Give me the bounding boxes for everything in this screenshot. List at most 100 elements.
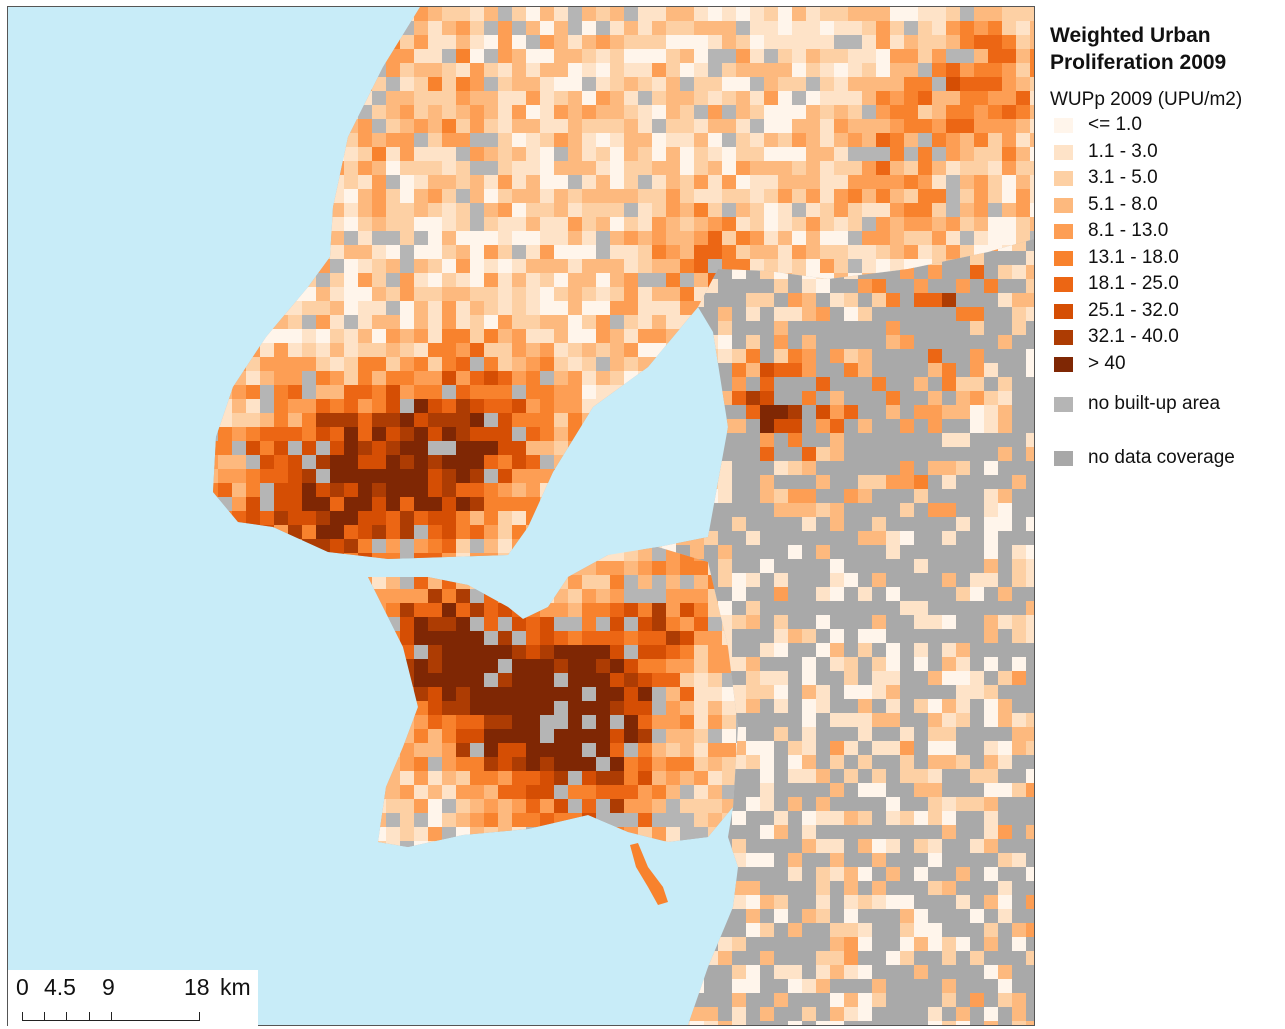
raster-cell bbox=[498, 729, 512, 743]
raster-cell bbox=[428, 357, 442, 371]
raster-cell bbox=[484, 91, 498, 105]
raster-cell bbox=[638, 301, 652, 315]
raster-cell bbox=[974, 63, 988, 77]
raster-cell bbox=[652, 147, 666, 161]
raster-cell bbox=[694, 63, 708, 77]
raster-cell bbox=[960, 21, 974, 35]
raster-cell bbox=[428, 273, 442, 287]
raster-cell bbox=[610, 329, 624, 343]
raster-cell bbox=[512, 385, 526, 399]
raster-cell bbox=[512, 757, 526, 771]
raster-cell bbox=[400, 827, 414, 841]
raster-cell bbox=[970, 307, 984, 321]
raster-cell bbox=[886, 713, 900, 727]
raster-cell bbox=[358, 189, 372, 203]
raster-cell bbox=[746, 685, 760, 699]
raster-cell bbox=[844, 741, 858, 755]
raster-cell bbox=[830, 993, 844, 1007]
raster-cell bbox=[960, 203, 974, 217]
raster-cell bbox=[722, 175, 736, 189]
raster-cell bbox=[722, 105, 736, 119]
raster-cell bbox=[330, 259, 344, 273]
raster-cell bbox=[858, 783, 872, 797]
raster-cell bbox=[792, 133, 806, 147]
raster-cell bbox=[344, 287, 358, 301]
raster-cell bbox=[998, 587, 1012, 601]
raster-cell bbox=[610, 687, 624, 701]
raster-cell bbox=[718, 321, 732, 335]
raster-cell bbox=[988, 21, 1002, 35]
raster-cell bbox=[302, 385, 316, 399]
raster-cell bbox=[1030, 77, 1034, 91]
raster-cell bbox=[596, 273, 610, 287]
raster-cell bbox=[288, 385, 302, 399]
raster-cell bbox=[890, 175, 904, 189]
raster-cell bbox=[858, 713, 872, 727]
raster-cell bbox=[246, 455, 260, 469]
raster-cell bbox=[386, 357, 400, 371]
raster-cell bbox=[886, 293, 900, 307]
raster-cell bbox=[666, 91, 680, 105]
raster-cell bbox=[932, 231, 946, 245]
legend-item: 13.1 - 18.0 bbox=[1050, 245, 1282, 272]
raster-cell bbox=[694, 617, 708, 631]
raster-cell bbox=[890, 7, 904, 21]
raster-cell bbox=[848, 259, 862, 273]
raster-cell bbox=[806, 133, 820, 147]
raster-cell bbox=[470, 343, 484, 357]
raster-cell bbox=[610, 21, 624, 35]
raster-cell bbox=[694, 575, 708, 589]
raster-cell bbox=[792, 231, 806, 245]
raster-cell bbox=[470, 427, 484, 441]
scale-label: 9 bbox=[102, 974, 115, 1000]
scale-label: 0 bbox=[16, 974, 29, 1000]
raster-cell bbox=[890, 91, 904, 105]
raster-cell bbox=[302, 343, 316, 357]
raster-cell bbox=[694, 231, 708, 245]
map-canvas[interactable] bbox=[8, 7, 1034, 1025]
raster-cell bbox=[942, 475, 956, 489]
raster-cell bbox=[890, 217, 904, 231]
raster-cell bbox=[984, 965, 998, 979]
raster-cell bbox=[456, 525, 470, 539]
raster-cell bbox=[816, 811, 830, 825]
raster-cell bbox=[764, 147, 778, 161]
raster-cell bbox=[414, 617, 428, 631]
raster-cell bbox=[886, 475, 900, 489]
raster-cell bbox=[694, 673, 708, 687]
raster-cell bbox=[400, 743, 414, 757]
raster-cell bbox=[512, 399, 526, 413]
raster-cell bbox=[554, 133, 568, 147]
raster-cell bbox=[872, 573, 886, 587]
raster-cell bbox=[694, 161, 708, 175]
raster-cell bbox=[484, 133, 498, 147]
raster-cell bbox=[582, 659, 596, 673]
raster-cell bbox=[666, 189, 680, 203]
raster-cell bbox=[792, 119, 806, 133]
raster-cell bbox=[764, 63, 778, 77]
raster-cell bbox=[816, 797, 830, 811]
raster-cell bbox=[232, 385, 246, 399]
raster-cell bbox=[260, 497, 274, 511]
raster-cell bbox=[858, 587, 872, 601]
legend-swatch bbox=[1054, 171, 1073, 186]
raster-cell bbox=[386, 575, 400, 589]
raster-cell bbox=[568, 785, 582, 799]
raster-cell bbox=[358, 483, 372, 497]
raster-cell bbox=[760, 391, 774, 405]
raster-cell bbox=[582, 799, 596, 813]
raster-cell bbox=[246, 371, 260, 385]
raster-cell bbox=[302, 413, 316, 427]
raster-cell bbox=[998, 979, 1012, 993]
raster-cell bbox=[708, 715, 722, 729]
scale-label: 18 bbox=[184, 974, 210, 1000]
legend-item: 8.1 - 13.0 bbox=[1050, 218, 1282, 245]
raster-cell bbox=[694, 603, 708, 617]
raster-cell bbox=[596, 175, 610, 189]
raster-cell bbox=[372, 329, 386, 343]
raster-cell bbox=[694, 729, 708, 743]
raster-cell bbox=[984, 797, 998, 811]
raster-cell bbox=[914, 923, 928, 937]
raster-cell bbox=[774, 685, 788, 699]
raster-cell bbox=[984, 545, 998, 559]
